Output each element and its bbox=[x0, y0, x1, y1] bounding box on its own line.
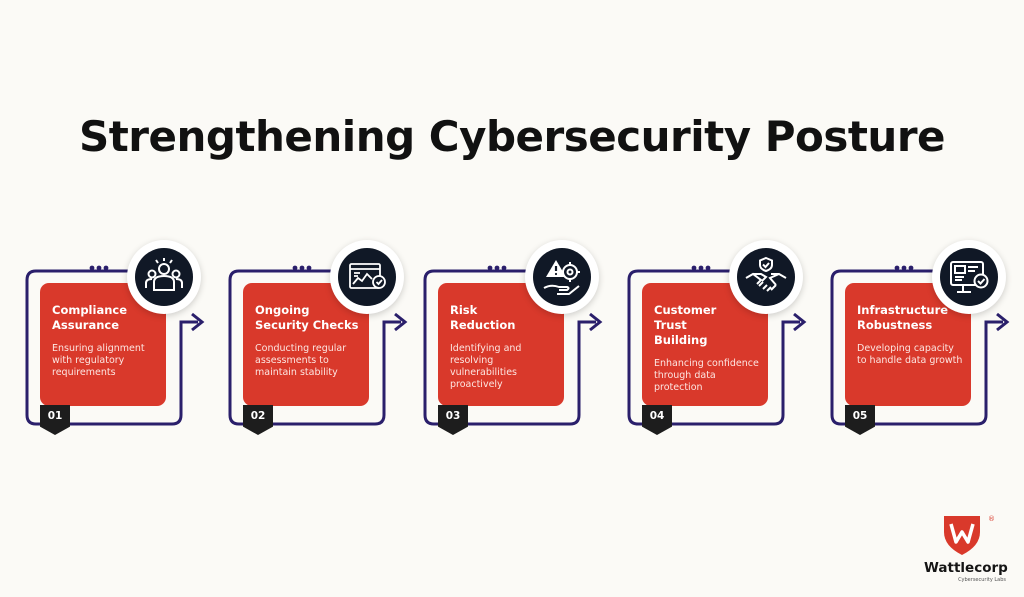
step-number-badge: 01 bbox=[40, 405, 70, 435]
step-description: Identifying and resolving vulnerabilitie… bbox=[450, 343, 522, 390]
step-description: Ensuring alignment with regulatory requi… bbox=[52, 343, 145, 378]
step-description: Conducting regular assessments to mainta… bbox=[255, 343, 347, 378]
monitor-check-icon bbox=[950, 261, 989, 293]
step-1: Compliance Assurance Ensuring alignment … bbox=[24, 240, 214, 440]
logo-name: Wattlecorp bbox=[924, 560, 1008, 576]
page-title: Strengthening Cybersecurity Posture bbox=[78, 112, 946, 161]
handshake-shield-icon bbox=[745, 256, 787, 292]
step-4: Customer Trust Building Enhancing confid… bbox=[626, 240, 816, 440]
step-frame bbox=[228, 265, 408, 426]
step-icon-circle bbox=[525, 240, 599, 314]
step-frame bbox=[830, 265, 1010, 426]
step-title: Compliance Assurance bbox=[52, 303, 128, 332]
step-icon-circle bbox=[330, 240, 404, 314]
step-2: Ongoing Security Checks Conducting regul… bbox=[227, 240, 417, 440]
warning-gear-hand-icon bbox=[543, 260, 580, 295]
team-icon bbox=[145, 258, 183, 291]
step-frame bbox=[423, 265, 603, 426]
step-card: Infrastructure Robustness Developing cap… bbox=[845, 283, 971, 406]
step-frame bbox=[627, 265, 807, 426]
step-3: Risk Reduction Identifying and resolving… bbox=[422, 240, 612, 440]
step-title: Ongoing Security Checks bbox=[255, 303, 359, 332]
step-card: Ongoing Security Checks Conducting regul… bbox=[243, 283, 369, 406]
step-description: Enhancing confidence through data protec… bbox=[654, 358, 759, 393]
svg-text:®: ® bbox=[988, 515, 995, 523]
company-logo: ® Wattlecorp Cybersecurity Labs bbox=[924, 512, 1008, 590]
step-frame bbox=[25, 265, 205, 426]
step-title: Risk Reduction bbox=[450, 303, 516, 332]
shield-logo-icon: ® bbox=[944, 515, 995, 555]
step-icon-circle bbox=[932, 240, 1006, 314]
step-title: Infrastructure Robustness bbox=[857, 303, 949, 332]
step-icon-circle bbox=[729, 240, 803, 314]
step-5: Infrastructure Robustness Developing cap… bbox=[829, 240, 1019, 440]
step-card: Risk Reduction Identifying and resolving… bbox=[438, 283, 564, 406]
step-title: Customer Trust Building bbox=[654, 303, 717, 347]
logo-tagline: Cybersecurity Labs bbox=[958, 577, 1006, 583]
step-description: Developing capacity to handle data growt… bbox=[857, 343, 963, 366]
analytics-dashboard-icon bbox=[349, 263, 386, 289]
step-icon-circle bbox=[127, 240, 201, 314]
